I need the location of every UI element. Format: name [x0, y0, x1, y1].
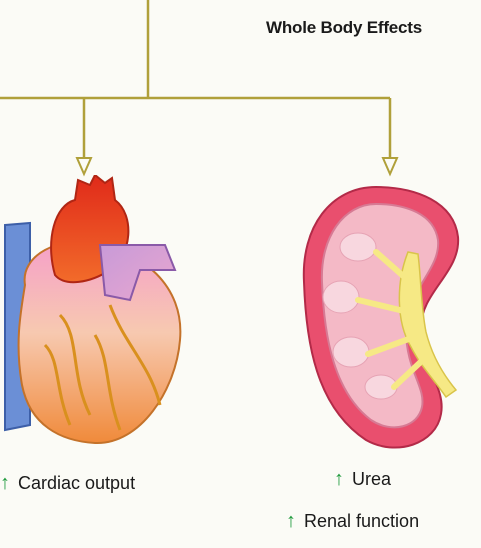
- renal-function-label: ↑Renal function: [286, 510, 419, 533]
- heart-illustration: [0, 175, 200, 470]
- kidney-illustration: [296, 182, 476, 452]
- arrow-up-icon: ↑: [286, 510, 296, 533]
- cardiac-output-label: ↑Cardiac output: [0, 472, 135, 495]
- urea-label: ↑Urea: [334, 468, 391, 491]
- connector-lines: [0, 0, 481, 180]
- arrow-up-icon: ↑: [334, 468, 344, 491]
- heart-arrowhead: [77, 158, 91, 174]
- kidney-arrowhead: [383, 158, 397, 174]
- arrow-up-icon: ↑: [0, 472, 10, 495]
